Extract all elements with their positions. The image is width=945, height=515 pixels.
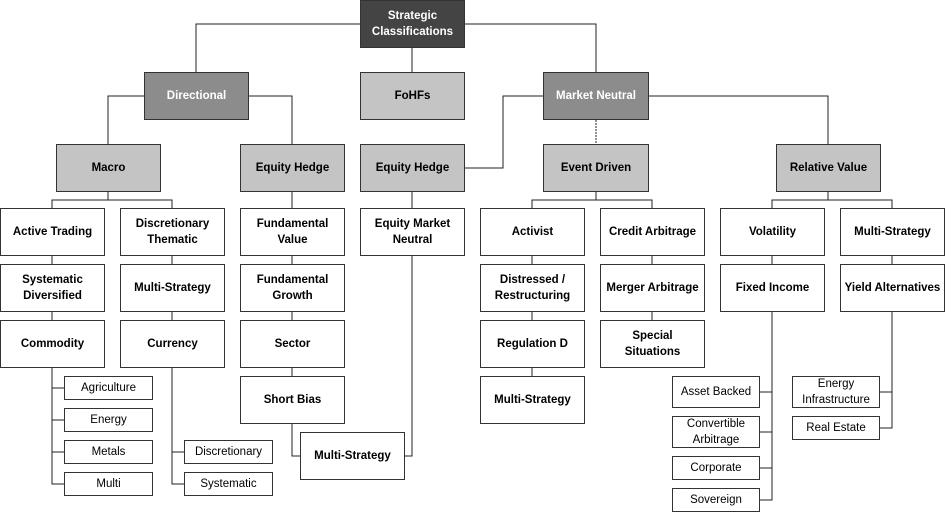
node-volatility: Volatility bbox=[720, 208, 825, 256]
node-activist: Activist bbox=[480, 208, 585, 256]
node-regulation-d: Regulation D bbox=[480, 320, 585, 368]
node-macro: Macro bbox=[56, 144, 161, 192]
node-energy: Energy bbox=[64, 408, 153, 432]
node-fixed-income: Fixed Income bbox=[720, 264, 825, 312]
node-special-situations: Special Situations bbox=[600, 320, 705, 368]
node-convertible-arbitrage: Convertible Arbitrage bbox=[672, 416, 760, 448]
node-merger-arbitrage: Merger Arbitrage bbox=[600, 264, 705, 312]
node-macro-multi-strategy: Multi-Strategy bbox=[120, 264, 225, 312]
node-event-driven-multi-strategy: Multi-Strategy bbox=[480, 376, 585, 424]
node-credit-arbitrage: Credit Arbitrage bbox=[600, 208, 705, 256]
node-currency: Currency bbox=[120, 320, 225, 368]
node-fundamental-value: Fundamental Value bbox=[240, 208, 345, 256]
node-equity-hedge-multi-strategy: Multi-Strategy bbox=[300, 432, 405, 480]
node-relative-value-multi-strategy: Multi-Strategy bbox=[840, 208, 945, 256]
node-market-neutral: Market Neutral bbox=[543, 72, 649, 120]
node-real-estate: Real Estate bbox=[792, 416, 880, 440]
node-discretionary: Discretionary bbox=[184, 440, 273, 464]
node-commodity: Commodity bbox=[0, 320, 105, 368]
node-distressed-restructuring: Distressed / Restructuring bbox=[480, 264, 585, 312]
node-discretionary-thematic: Discretionary Thematic bbox=[120, 208, 225, 256]
node-sector: Sector bbox=[240, 320, 345, 368]
node-yield-alternatives: Yield Alternatives bbox=[840, 264, 945, 312]
node-fundamental-growth: Fundamental Growth bbox=[240, 264, 345, 312]
node-short-bias: Short Bias bbox=[240, 376, 345, 424]
node-active-trading: Active Trading bbox=[0, 208, 105, 256]
node-systematic-diversified: Systematic Diversified bbox=[0, 264, 105, 312]
node-metals: Metals bbox=[64, 440, 153, 464]
node-energy-infrastructure: Energy Infrastructure bbox=[792, 376, 880, 408]
node-directional: Directional bbox=[144, 72, 249, 120]
node-event-driven: Event Driven bbox=[543, 144, 649, 192]
node-equity-market-neutral: Equity Market Neutral bbox=[360, 208, 465, 256]
node-agriculture: Agriculture bbox=[64, 376, 153, 400]
node-fohfs: FoHFs bbox=[360, 72, 465, 120]
node-strategic-classifications: Strategic Classifications bbox=[360, 0, 465, 48]
node-relative-value: Relative Value bbox=[776, 144, 881, 192]
node-equity-hedge-market-neutral: Equity Hedge bbox=[360, 144, 465, 192]
node-sovereign: Sovereign bbox=[672, 488, 760, 512]
node-corporate: Corporate bbox=[672, 456, 760, 480]
node-systematic: Systematic bbox=[184, 472, 273, 496]
node-multi: Multi bbox=[64, 472, 153, 496]
node-asset-backed: Asset Backed bbox=[672, 376, 760, 408]
node-equity-hedge-directional: Equity Hedge bbox=[240, 144, 345, 192]
